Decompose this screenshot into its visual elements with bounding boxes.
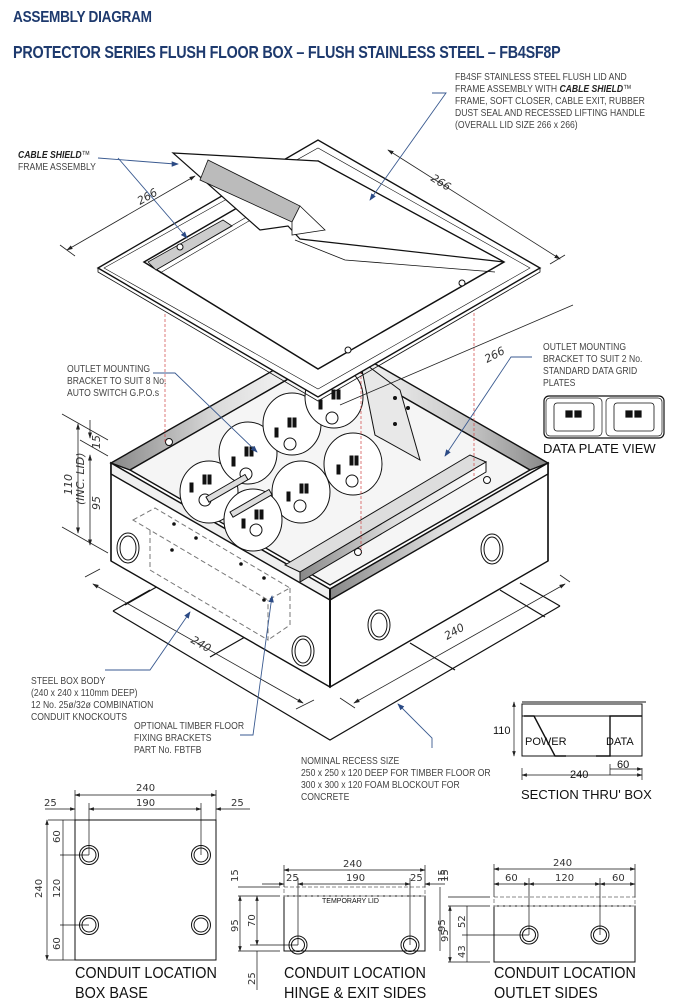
section-width: 240 [570, 769, 588, 781]
outlet-dim-overall: 240 [553, 858, 572, 869]
data-plate-view-caption: DATA PLATE VIEW [543, 441, 656, 456]
timber-bracket-callout: OPTIONAL TIMBER FLOOR FIXING BRACKETS PA… [134, 720, 245, 756]
base-dim-edge-left: 25 [44, 798, 57, 809]
hinge-sides-drawing [238, 865, 445, 990]
gpo-bracket-callout: OUTLET MOUNTING BRACKET TO SUIT 8 No. AU… [67, 363, 167, 399]
base-dim-side-mid: 120 [52, 879, 63, 898]
recess-callout: NOMINAL RECESS SIZE 250 x 250 x 120 DEEP… [301, 755, 491, 803]
lid-screw [176, 243, 184, 251]
base-dim-side-total: 240 [34, 879, 45, 898]
data-bracket-callout: OUTLET MOUNTING BRACKET TO SUIT 2 No. ST… [543, 341, 643, 389]
section-caption: SECTION THRU' BOX [521, 787, 652, 802]
outlet-sides-caption: CONDUIT LOCATION OUTLET SIDES [494, 965, 636, 1002]
outlet-dim-lower: 43 [457, 945, 468, 958]
height-lid-dim: 15 [90, 435, 103, 449]
hinge-dim-edge-right: 25 [410, 873, 423, 884]
gpo-outlets [179, 365, 383, 552]
base-dim-side-top: 60 [52, 830, 63, 843]
base-dim-left: 240 [189, 633, 214, 655]
cable-shield-callout: CABLE SHIELD™ FRAME ASSEMBLY [18, 149, 96, 173]
box-base-caption: CONDUIT LOCATION BOX BASE [75, 965, 217, 1002]
data-plate-view [543, 395, 665, 439]
hinge-dim-box-r: 95 [437, 919, 448, 932]
data-bracket-plate [359, 358, 421, 462]
hinge-dim-bottom: 25 [247, 972, 258, 985]
leader-lines [97, 92, 532, 748]
fixing-screw [354, 548, 362, 556]
timber-bracket [131, 507, 292, 641]
lid-screw [458, 279, 466, 287]
base-dim-edge-right: 25 [231, 798, 244, 809]
base-dim-side-bottom: 60 [52, 937, 63, 950]
gpo-outlet [323, 432, 383, 496]
hinge-dim-box: 95 [230, 919, 241, 932]
outlet-dim-box: 95 [440, 929, 451, 942]
data-port [574, 410, 582, 418]
lid-dimension-lines [59, 149, 574, 406]
bracket-hole [393, 396, 397, 400]
height-dimension [61, 413, 109, 554]
section-thru-box [512, 701, 646, 780]
base-knockouts [79, 845, 211, 935]
box-base-drawing [45, 790, 250, 961]
lid-dim-left: 266 [135, 186, 160, 208]
lid-screw [344, 346, 352, 354]
fixing-screw [165, 438, 173, 446]
outlet-sides-drawing [448, 864, 636, 963]
box-dim-top: 266 [482, 344, 507, 365]
height-total-dim: 110 [62, 474, 75, 495]
hinge-dim-lid-r: 15 [437, 869, 448, 882]
height-box-dim: 95 [90, 496, 103, 510]
page-heading: ASSEMBLY DIAGRAM [13, 9, 152, 26]
bracket-hole [406, 406, 410, 410]
lid-callout: FB4SF STAINLESS STEEL FLUSH LID AND FRAM… [455, 71, 645, 131]
gpo-outlet [223, 488, 283, 552]
hinge-dim-lid: 15 [230, 869, 241, 882]
base-dim-right: 240 [442, 621, 467, 643]
knockouts [116, 532, 504, 667]
outlet-dim-lid: 15 [440, 869, 451, 882]
hinge-sides-caption: CONDUIT LOCATION HINGE & EXIT SIDES [284, 965, 427, 1002]
product-title: PROTECTOR SERIES FLUSH FLOOR BOX – FLUSH… [13, 42, 561, 62]
fixing-screw [483, 476, 491, 484]
steel-box-callout: STEEL BOX BODY (240 x 240 x 110mm DEEP) … [31, 675, 154, 723]
outlet-dim-left: 60 [505, 873, 518, 884]
hinge-dim-edge-left: 25 [286, 873, 299, 884]
base-dim-overall: 240 [136, 783, 155, 794]
section-data-label: DATA [606, 736, 634, 748]
hinge-dim-overall: 240 [343, 859, 362, 870]
lid-dim-right: 266 [428, 172, 453, 194]
section-data-width: 60 [617, 759, 629, 771]
hinge-dim-inner: 190 [346, 873, 365, 884]
data-port [634, 410, 642, 418]
bracket-hole [393, 422, 397, 426]
temporary-lid-label: TEMPORARY LID [322, 898, 379, 905]
outlet-dim-right: 60 [612, 873, 625, 884]
data-port [625, 410, 633, 418]
section-height: 110 [493, 725, 511, 737]
gpo-outlet [271, 460, 331, 524]
outlet-dim-mid: 120 [555, 873, 574, 884]
section-power-label: POWER [525, 736, 567, 748]
base-dimension-lines [84, 568, 571, 710]
hinge-dim-hole: 70 [247, 914, 258, 927]
height-note: (INC. LID) [74, 452, 87, 505]
outlet-dim-upper: 52 [457, 915, 468, 928]
lid-frame-assembly [96, 139, 542, 402]
plug-pins [205, 473, 273, 518]
data-port [565, 410, 573, 418]
base-dim-inner: 190 [136, 798, 155, 809]
